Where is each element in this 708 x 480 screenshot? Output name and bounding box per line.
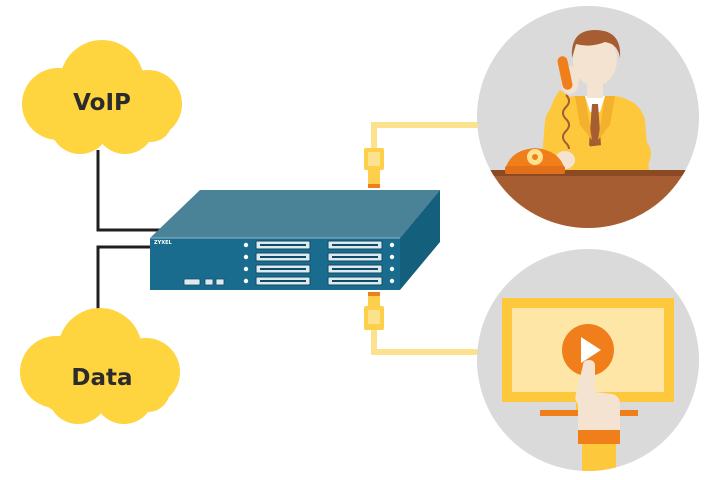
- voip-label: VoIP: [73, 90, 131, 116]
- video-cable: [371, 325, 480, 355]
- network-switch: ZYXEL: [150, 190, 440, 290]
- phone-cable: [371, 122, 480, 152]
- data-label: Data: [71, 365, 132, 391]
- video-play-screen-icon: [477, 249, 699, 471]
- data-cloud: Data: [20, 308, 180, 424]
- brand-label: ZYXEL: [154, 240, 173, 246]
- data-link: [96, 245, 168, 318]
- person-on-phone-icon: [477, 6, 699, 228]
- voip-cloud: VoIP: [22, 40, 182, 154]
- video-connector-icon: [364, 292, 384, 330]
- voip-link: [96, 150, 168, 232]
- phone-connector-icon: [364, 148, 384, 188]
